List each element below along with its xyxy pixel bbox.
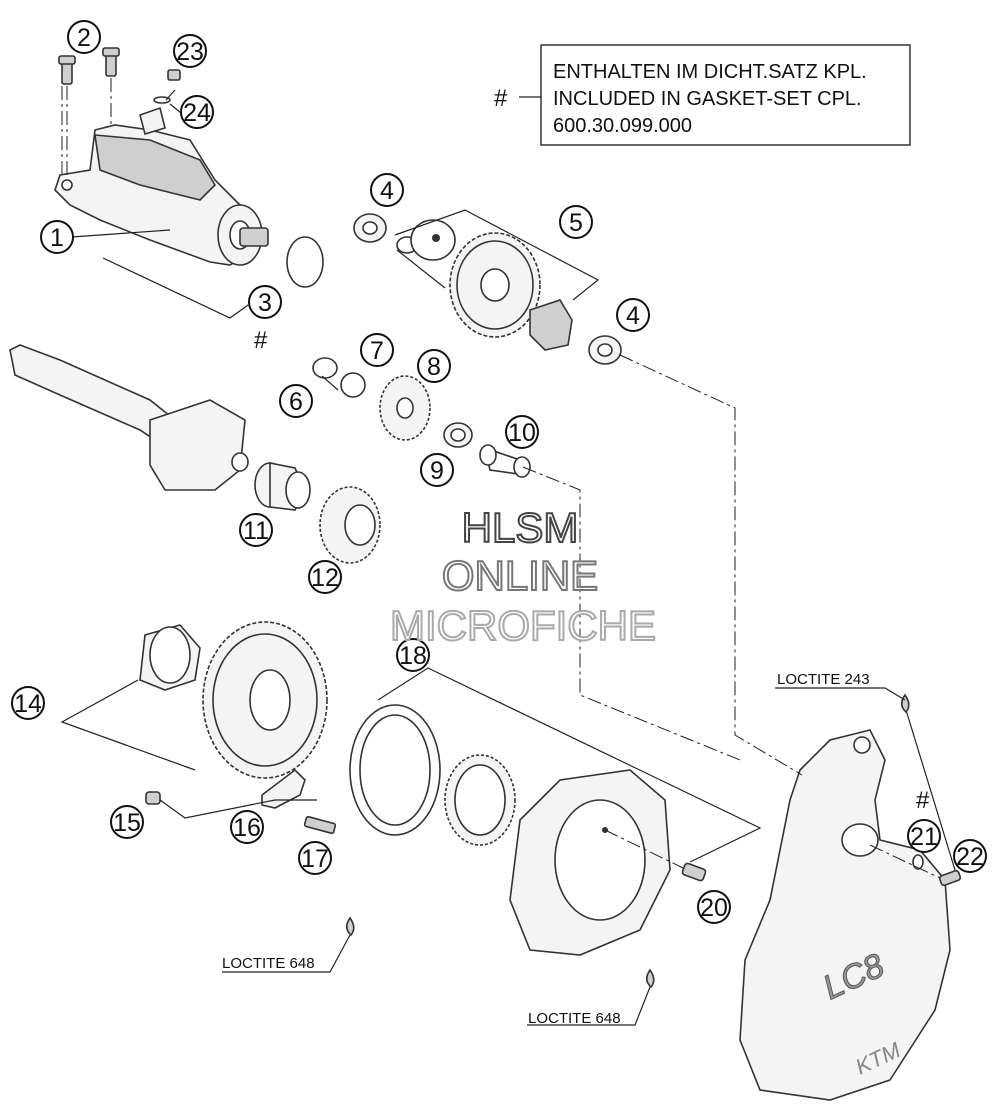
washer-7 — [340, 372, 366, 398]
svg-text:15: 15 — [113, 809, 141, 837]
watermark-line-3: MICROFICHE — [390, 602, 656, 649]
loctite-648-label-b: LOCTITE 648 — [528, 1010, 621, 1027]
svg-text:22: 22 — [956, 843, 984, 871]
svg-text:1: 1 — [50, 224, 64, 252]
note-line-1: ENTHALTEN IM DICHT.SATZ KPL. — [553, 61, 867, 83]
note-hash-marker: # — [494, 85, 508, 112]
callout-6: 6 — [279, 384, 313, 418]
callout-4-right: 4 — [616, 298, 650, 332]
svg-text:4: 4 — [626, 302, 640, 330]
hash-marker-21: # — [916, 787, 930, 814]
svg-text:10: 10 — [508, 419, 536, 447]
callout-11: 11 — [239, 513, 273, 547]
watermark-line-2: ONLINE — [442, 552, 598, 599]
starter-screws — [58, 47, 120, 175]
watermark-line-1: HLSM — [462, 504, 579, 551]
callout-24: 24 — [180, 95, 214, 129]
svg-text:23: 23 — [176, 38, 204, 66]
note-line-2: INCLUDED IN GASKET-SET CPL. — [553, 88, 862, 110]
callout-22: 22 — [953, 839, 987, 873]
nut-23 — [167, 69, 181, 81]
callout-15: 15 — [110, 805, 144, 839]
svg-text:5: 5 — [569, 209, 583, 237]
flywheel-assembly-18 — [349, 667, 762, 956]
svg-text:6: 6 — [289, 388, 303, 416]
callout-21: 21 — [907, 819, 941, 853]
hash-marker-3: # — [254, 327, 268, 354]
callout-leaders — [71, 89, 339, 391]
callout-2: 2 — [67, 20, 101, 54]
callout-14: 14 — [11, 686, 45, 720]
callout-9: 9 — [420, 453, 454, 487]
starter-motor — [54, 106, 269, 266]
callout-16: 16 — [230, 810, 264, 844]
lever-16 — [261, 768, 306, 809]
ignition-cover: LC8 KTM — [739, 729, 951, 1101]
loctite-243-label: LOCTITE 243 — [777, 671, 870, 688]
callout-18: 18 — [396, 638, 430, 672]
gasket-set-note: ENTHALTEN IM DICHT.SATZ KPL. INCLUDED IN… — [494, 44, 911, 146]
loctite-drop-648-b — [645, 968, 655, 989]
svg-text:4: 4 — [380, 177, 394, 205]
svg-text:18: 18 — [399, 642, 427, 670]
svg-text:2: 2 — [77, 24, 91, 52]
svg-text:8: 8 — [427, 353, 441, 381]
gear-12 — [319, 486, 381, 564]
svg-text:24: 24 — [183, 99, 211, 127]
callout-5: 5 — [559, 205, 593, 239]
loctite-648-label-a: LOCTITE 648 — [222, 955, 315, 972]
callout-7: 7 — [360, 333, 394, 367]
bushing-10 — [479, 444, 531, 478]
svg-text:3: 3 — [258, 289, 272, 317]
circlip-6 — [312, 357, 338, 379]
bolt-15 — [145, 791, 161, 805]
callout-8: 8 — [417, 349, 451, 383]
idler-gear-assembly — [353, 209, 622, 365]
o-ring — [286, 236, 324, 288]
freewheel-gear-14 — [60, 621, 328, 779]
svg-text:16: 16 — [233, 814, 261, 842]
svg-text:17: 17 — [301, 845, 329, 873]
washer-24 — [153, 96, 171, 104]
svg-text:14: 14 — [14, 690, 42, 718]
loctite-drop-648-a — [345, 916, 355, 937]
gear-8 — [379, 375, 431, 441]
callout-1: 1 — [40, 220, 74, 254]
callout-20: 20 — [697, 890, 731, 924]
watermark: HLSM ONLINE MICROFICHE — [389, 503, 657, 650]
screw-17 — [303, 815, 337, 835]
loctite-drop-243 — [900, 693, 910, 714]
callout-17: 17 — [298, 841, 332, 875]
svg-text:12: 12 — [311, 564, 339, 592]
needle-bearing-9 — [443, 422, 473, 448]
screw-20 — [604, 829, 707, 882]
crankshaft — [9, 344, 249, 491]
callout-4-top: 4 — [370, 173, 404, 207]
svg-text:7: 7 — [370, 337, 384, 365]
callout-23: 23 — [173, 34, 207, 68]
note-line-3: 600.30.099.000 — [553, 115, 692, 137]
svg-text:11: 11 — [243, 517, 269, 545]
callout-10: 10 — [505, 415, 539, 449]
callout-12: 12 — [308, 560, 342, 594]
svg-text:20: 20 — [700, 894, 728, 922]
needle-bearing-11 — [254, 462, 311, 511]
washer-21-screw-22 — [869, 709, 962, 887]
svg-text:21: 21 — [910, 823, 938, 851]
svg-text:9: 9 — [430, 457, 444, 485]
callout-3: 3 — [248, 285, 282, 319]
